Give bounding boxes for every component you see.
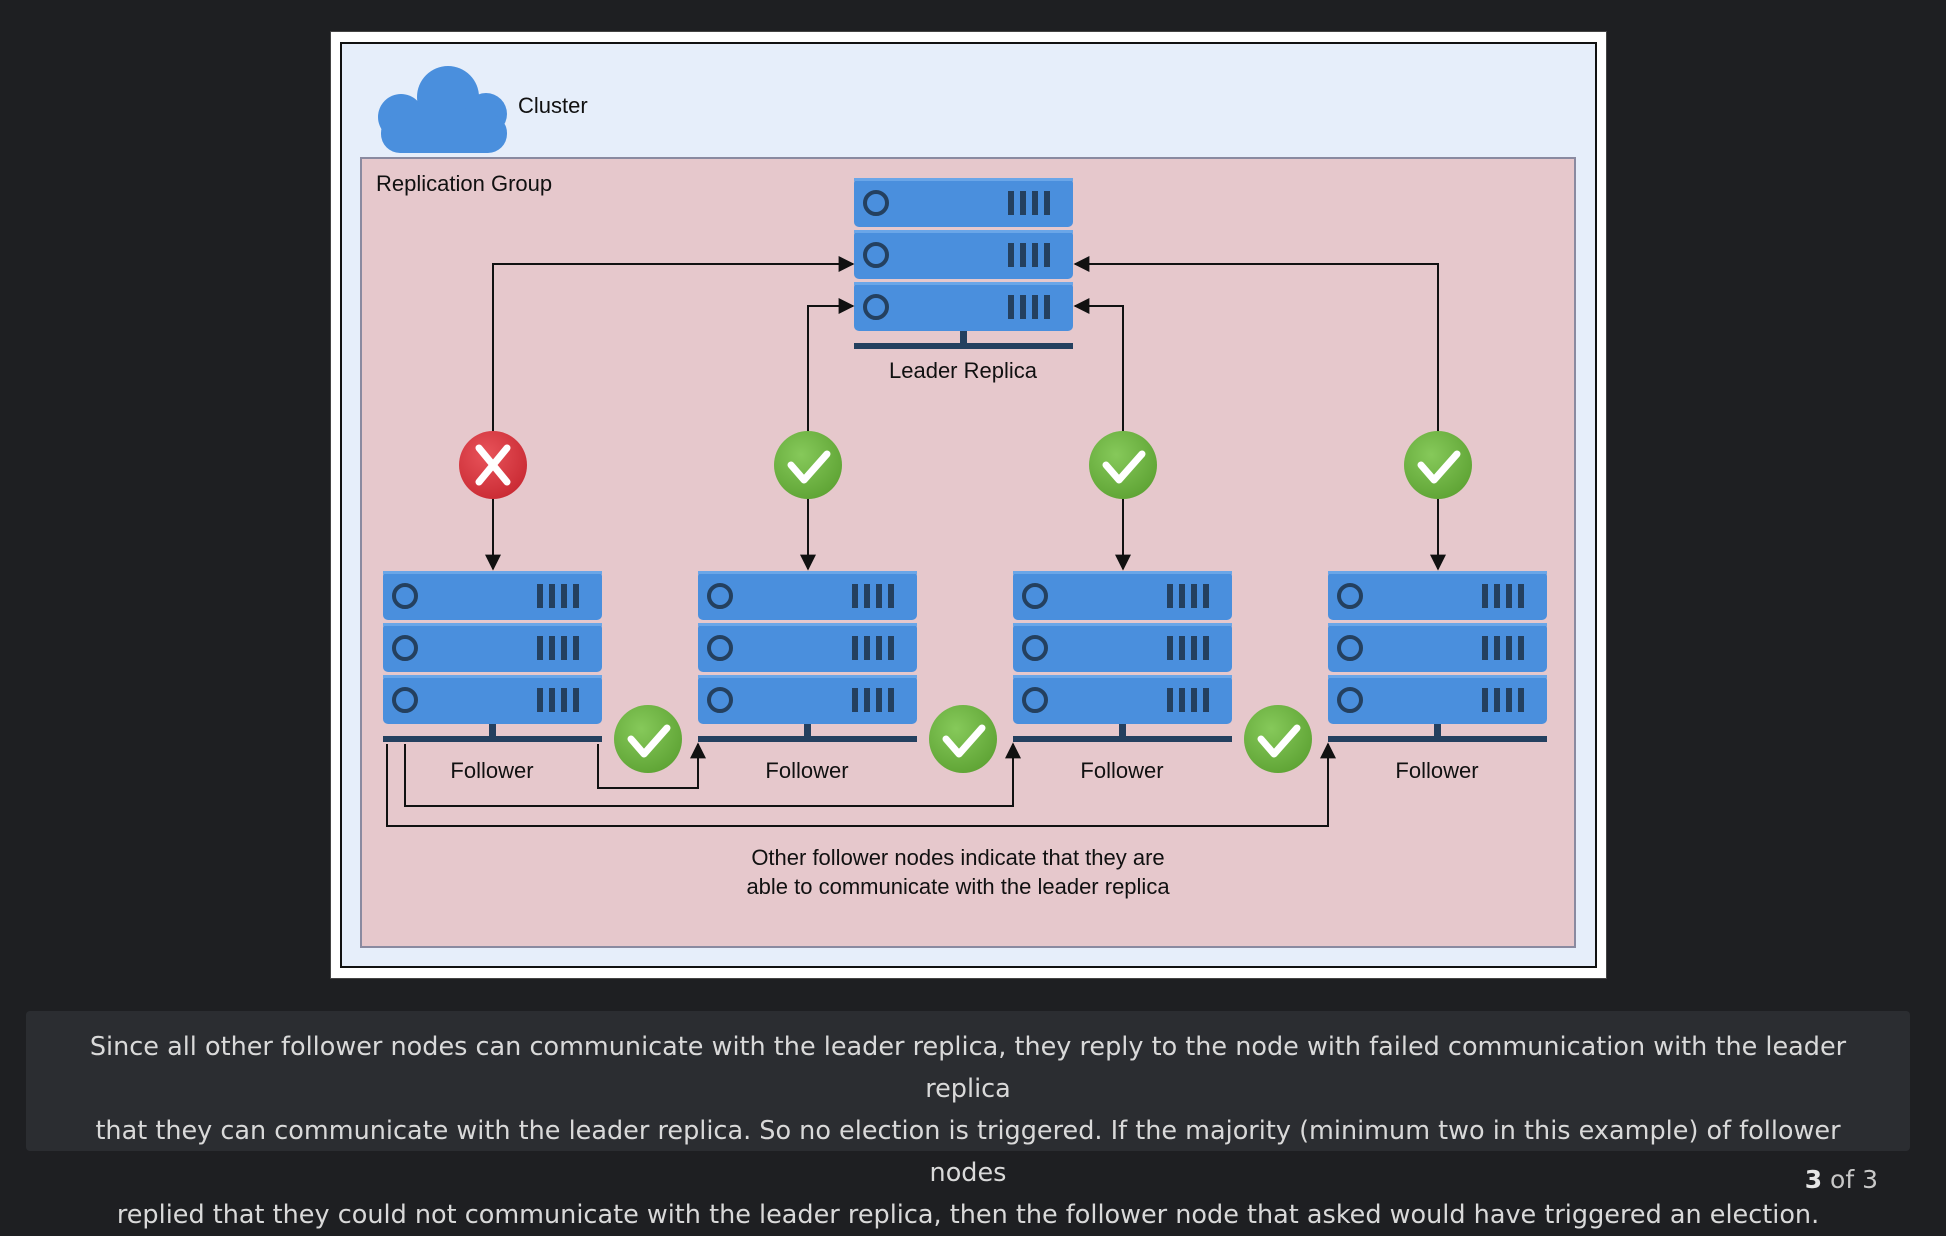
check-icon <box>1244 705 1312 773</box>
follower-server-icon-1 <box>381 569 604 744</box>
note-line-1: Other follower nodes indicate that they … <box>751 845 1164 870</box>
connector-follower1-leader <box>492 256 855 465</box>
follower-server-icon-4 <box>1326 569 1549 744</box>
caption-line-2: that they can communicate with the leade… <box>95 1116 1841 1188</box>
page-current: 3 <box>1804 1165 1823 1194</box>
check-icon <box>1404 431 1472 499</box>
connector-follower3-leader <box>1073 298 1124 465</box>
connector-follower4-leader <box>1073 256 1439 465</box>
reply-to-follower2 <box>597 742 706 789</box>
cluster-label: Cluster <box>518 93 588 118</box>
caption-line-1: Since all other follower nodes can commu… <box>89 1032 1847 1104</box>
page-counter: 3 of 3 <box>1805 1165 1878 1194</box>
replication-group-label: Replication Group <box>376 171 552 196</box>
check-icon <box>929 705 997 773</box>
leader-label: Leader Replica <box>889 358 1038 383</box>
cloud-icon <box>378 66 507 153</box>
diagram-frame: Cluster Replication Group Leader Replica… <box>331 32 1606 978</box>
note-line-2: able to communicate with the leader repl… <box>746 874 1170 899</box>
follower-label-3: Follower <box>1080 758 1163 783</box>
connector-follower2-leader <box>807 298 855 465</box>
page-total: of 3 <box>1830 1165 1878 1194</box>
follower-label-1: Follower <box>450 758 533 783</box>
check-icon <box>1089 431 1157 499</box>
follower-label-2: Follower <box>765 758 848 783</box>
check-icon <box>614 705 682 773</box>
check-icon <box>774 431 842 499</box>
reply-to-follower4 <box>386 742 1336 827</box>
reply-to-follower3 <box>404 742 1021 807</box>
follower-server-icon-2 <box>696 569 919 744</box>
follower-server-icon-3 <box>1011 569 1234 744</box>
caption-line-3: replied that they could not communicate … <box>116 1200 1820 1230</box>
caption-panel: Since all other follower nodes can commu… <box>26 1011 1910 1230</box>
leader-server-icon <box>852 176 1075 351</box>
x-icon <box>459 431 527 499</box>
follower-label-4: Follower <box>1395 758 1478 783</box>
